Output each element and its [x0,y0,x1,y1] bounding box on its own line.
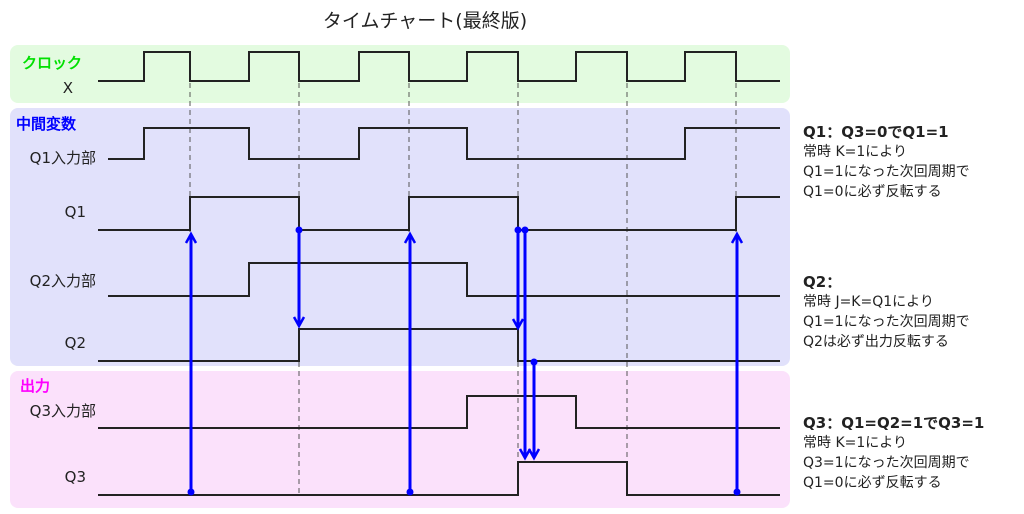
q3-waveform [98,461,780,496]
arrow-origin-dot [514,226,522,234]
chart-title: タイムチャート(最終版) [322,10,528,32]
arrowhead-icon [518,448,532,461]
signal-label-q1: Q1 [64,203,86,221]
arrow-origin-dot [187,488,195,496]
arrowhead-icon [403,231,417,244]
arrow-origin-dot [530,358,538,366]
signal-label-x: X [62,79,73,97]
note-q3: Q3：Q1=Q2=1でQ3=1 常時 K=1により Q3=1になった次回周期で … [803,413,984,493]
note-line: Q3=1になった次回周期で [803,455,970,471]
note-line: Q1=0に必ず反転する [803,475,942,491]
arrowhead-icon [292,316,306,329]
section-intermediate-label: 中間変数 [16,115,77,133]
q2-waveform [98,328,780,362]
output-panel [10,371,790,508]
q3-input-waveform [98,395,780,429]
signal-label-q1-input: Q1入力部 [29,149,96,167]
signal-label-q2: Q2 [64,334,86,352]
note-line: Q1=0に必ず反転する [803,184,942,200]
arrowhead-icon [730,231,744,244]
signal-label-q3: Q3 [64,468,86,486]
clock-x-waveform [98,51,780,82]
note-line: 常時 J=K=Q1により [803,294,934,310]
signal-label-q2-input: Q2入力部 [29,272,96,290]
section-clock-label: クロック [22,54,83,72]
arrowhead-icon [184,231,198,244]
q2-input-waveform [108,262,780,297]
arrow-origin-dot [733,488,741,496]
section-output-label: 出力 [20,377,51,395]
q1-input-waveform [108,127,780,160]
note-q1: Q1：Q3=0でQ1=1 常時 K=1により Q1=1になった次回周期で Q1=… [803,122,970,202]
note-line: Q2は必ず出力反転する [803,334,949,350]
note-line: 常時 K=1により [803,435,907,451]
arrow-origin-dot [406,488,414,496]
clock-panel [10,45,790,103]
note-heading: Q1：Q3=0でQ1=1 [803,123,949,141]
note-heading: Q3：Q1=Q2=1でQ3=1 [803,414,985,432]
note-heading: Q2： [803,273,842,291]
q1-waveform [98,196,780,231]
note-line: Q1=1になった次回周期で [803,164,970,180]
note-line: 常時 K=1により [803,144,907,160]
note-q2: Q2： 常時 J=K=Q1により Q1=1になった次回周期で Q2は必ず出力反転… [803,272,970,352]
arrowhead-icon [511,318,525,331]
signal-label-q3-input: Q3入力部 [29,402,96,420]
note-line: Q1=1になった次回周期で [803,314,970,330]
intermediate-panel [10,108,790,366]
arrow-origin-dot [295,226,303,234]
arrow-origin-dot [521,226,529,234]
arrowhead-icon [527,448,541,461]
